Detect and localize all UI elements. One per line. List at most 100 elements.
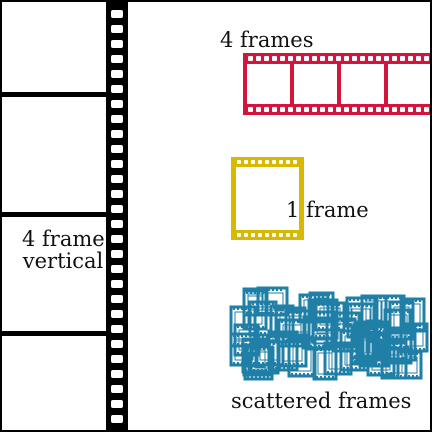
single-frame-sprocket-hole-bottom <box>286 233 290 237</box>
horizontal-strip-sprocket-hole-top <box>408 56 413 61</box>
vertical-strip-sprocket-hole <box>111 55 123 63</box>
scattered-frame-sprocket <box>267 376 269 378</box>
scattered-frame-sprocket <box>259 348 261 350</box>
scattered-frame-sprocket <box>407 346 409 348</box>
scattered-frame-sprocket <box>343 344 345 346</box>
scattered-frame-sprocket <box>362 328 364 330</box>
scattered-frame-sprocket <box>378 336 380 338</box>
scattered-frame-sprocket <box>411 325 413 327</box>
vertical-strip-sprocket-band <box>106 2 128 430</box>
scattered-frame-sprocket <box>247 376 249 378</box>
scattered-frame-sprocket <box>365 299 367 301</box>
single-frame-sprocket-hole-bottom <box>293 233 297 237</box>
scattered-frame-sprocket <box>398 360 400 362</box>
scattered-frame-sprocket <box>395 297 397 299</box>
scattered-frame-sprocket <box>264 332 266 334</box>
scattered-frame-sprocket <box>379 297 381 299</box>
scattered-frame-sprocket <box>286 309 288 311</box>
scattered-frame-sprocket <box>322 296 324 298</box>
vertical-strip-sprocket-hole <box>111 175 123 183</box>
scattered-frame-sprocket <box>347 367 349 369</box>
scattered-frame-sprocket <box>302 296 304 298</box>
single-frame-sprocket-hole-bottom <box>258 233 262 237</box>
scattered-frame-sprocket <box>299 373 301 375</box>
scattered-frame <box>382 329 413 365</box>
scattered-frame-sprocket <box>402 332 404 334</box>
scattered-frame-sprocket <box>308 334 310 336</box>
scattered-frame-sprocket <box>259 376 261 378</box>
scattered-frame <box>323 341 353 376</box>
scattered-frame-sprocket <box>311 346 313 348</box>
scattered-frame-sprocket <box>262 326 264 328</box>
scattered-frame-sprocket <box>303 373 305 375</box>
scattered-frame-sprocket <box>366 336 368 338</box>
scattered-frame-sprocket <box>251 376 253 378</box>
horizontal-strip-frame <box>247 64 290 104</box>
scattered-frame-sprocket <box>408 353 410 355</box>
single-frame-sprocket-hole-top <box>279 160 283 164</box>
vertical-strip-sprocket-hole <box>111 295 123 303</box>
scattered-frame-sprocket <box>363 332 365 334</box>
horizontal-strip-frame <box>341 64 384 104</box>
scattered-frame-sprocket <box>403 348 405 350</box>
scattered-frame-sprocket <box>273 343 275 345</box>
scattered-frames-label: scattered frames <box>231 389 412 413</box>
horizontal-strip-sprocket-hole-top <box>328 56 333 61</box>
scattered-frame-sprocket <box>297 321 299 323</box>
scattered-frame-sprocket <box>327 371 329 373</box>
horizontal-strip-sprocket-hole-top <box>376 56 381 61</box>
scattered-frame-sprocket <box>316 349 318 351</box>
scattered-frame-sprocket <box>285 333 287 335</box>
scattered-film-frames <box>229 286 429 381</box>
scattered-frame-sprocket <box>277 333 279 335</box>
vertical-strip-sprocket-hole <box>111 160 123 168</box>
single-frame-sprocket-hole-bottom <box>279 233 283 237</box>
scattered-frame-sprocket <box>349 320 351 322</box>
horizontal-strip-sprocket-hole-bottom <box>296 107 301 112</box>
scattered-frame-sprocket <box>316 376 318 378</box>
scattered-frame-sprocket <box>249 335 251 337</box>
scattered-frame-sprocket <box>318 319 320 321</box>
scattered-frame-sprocket <box>320 349 322 351</box>
vertical-strip-sprocket-hole <box>111 250 123 258</box>
scattered-frame-sprocket <box>370 336 372 338</box>
scattered-frame-sprocket <box>306 345 308 347</box>
scattered-frame-sprocket <box>394 360 396 362</box>
scattered-frame-sprocket <box>245 335 247 337</box>
scattered-frame-sprocket <box>359 367 361 369</box>
vertical-strip-sprocket-hole <box>111 385 123 393</box>
scattered-frame-sprocket <box>399 311 401 313</box>
horizontal-strip-sprocket-hole-top <box>304 56 309 61</box>
horizontal-strip-sprocket-hole-bottom <box>344 107 349 112</box>
scattered-frame-sprocket <box>295 373 297 375</box>
scattered-frame-sprocket <box>395 311 397 313</box>
scattered-frame-sprocket <box>263 376 265 378</box>
vertical-strip-sprocket-hole <box>111 25 123 33</box>
vertical-strip-sprocket-hole <box>111 400 123 408</box>
scattered-frame-sprocket <box>328 349 330 351</box>
scattered-frame-sprocket <box>250 292 252 294</box>
horizontal-strip-sprocket-hole-bottom <box>352 107 357 112</box>
scattered-frame-sprocket <box>262 336 264 338</box>
scattered-frame-sprocket <box>362 363 364 365</box>
scattered-frame-sprocket <box>378 341 380 343</box>
scattered-frame-sprocket <box>400 303 402 305</box>
scattered-frame-sprocket <box>274 362 276 364</box>
horizontal-strip-sprocket-hole-bottom <box>336 107 341 112</box>
horizontal-strip-sprocket-hole-bottom <box>416 107 421 112</box>
vertical-strip-sprocket-hole <box>111 370 123 378</box>
single-frame-sprocket-hole-top <box>251 160 255 164</box>
horizontal-strip-sprocket-hole-bottom <box>304 107 309 112</box>
scattered-frame-sprocket <box>349 323 351 325</box>
vertical-strip-sprocket-hole <box>111 10 123 18</box>
scattered-frame-sprocket <box>285 343 287 345</box>
scattered-frame-sprocket <box>328 376 330 378</box>
scattered-frame-sprocket <box>416 375 418 377</box>
scattered-frame-sprocket <box>252 303 254 305</box>
scattered-frame <box>274 306 307 344</box>
scattered-frame-sprocket <box>255 376 257 378</box>
scattered-frame-sprocket <box>268 303 270 305</box>
scattered-frame-sprocket <box>297 343 299 345</box>
scattered-frame-sprocket <box>307 341 309 343</box>
scattered-frame-sprocket <box>391 297 393 299</box>
